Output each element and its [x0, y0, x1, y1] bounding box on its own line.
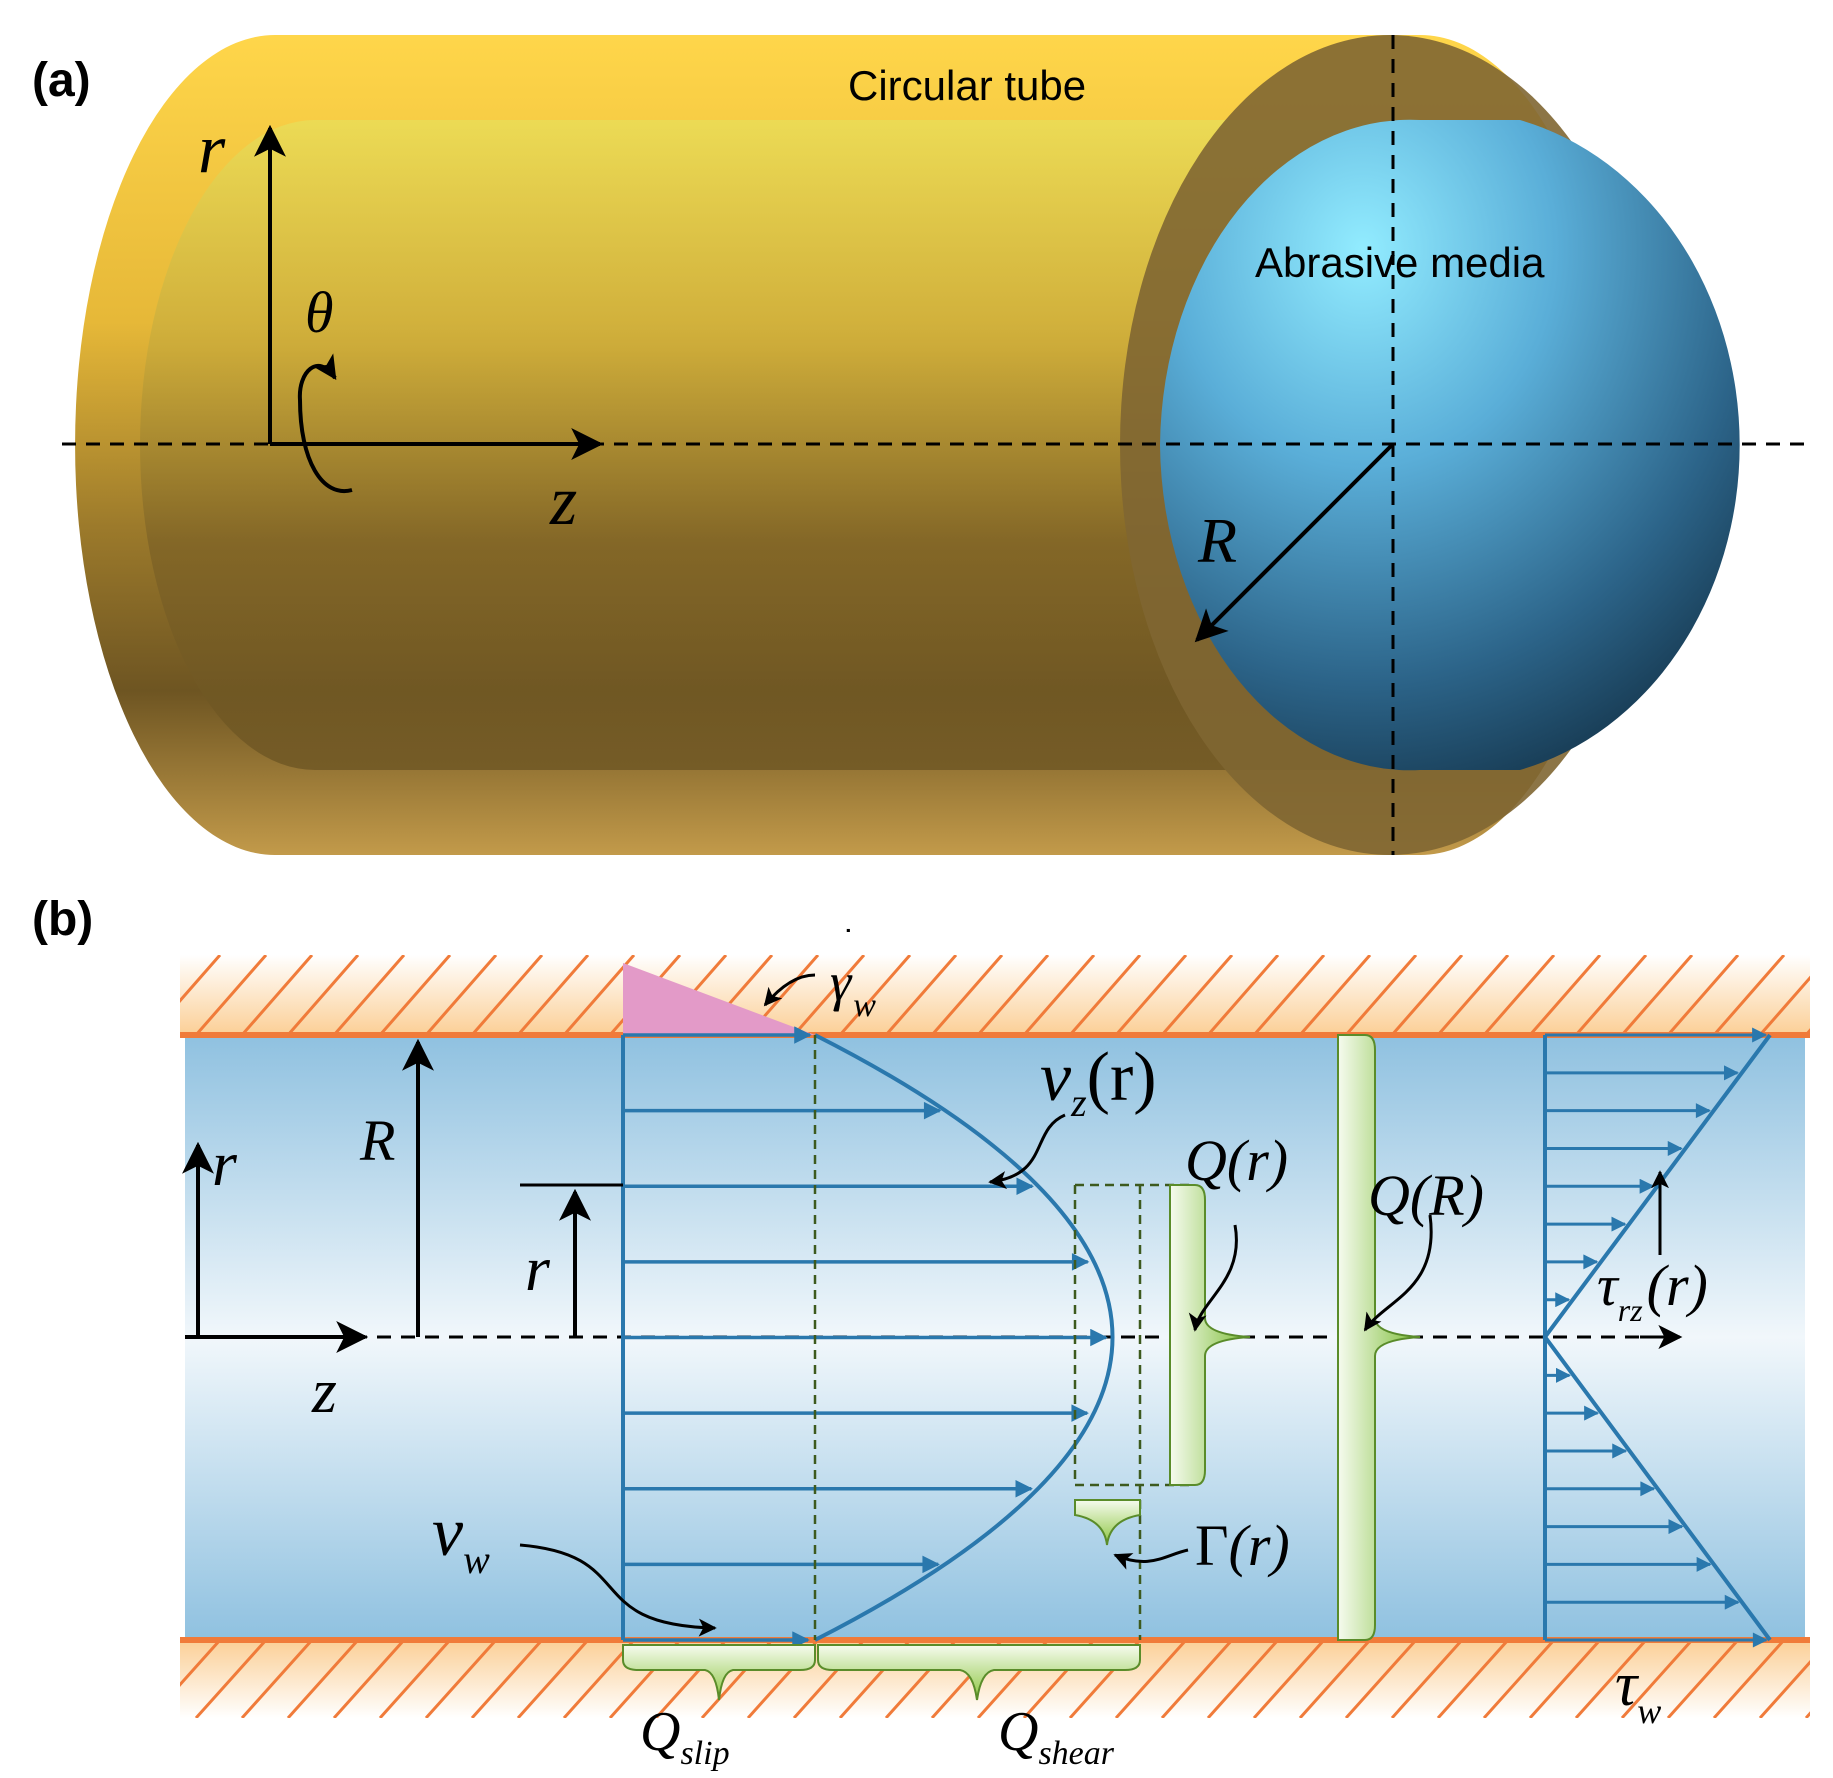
q-shear-label: Qshear: [998, 1701, 1115, 1772]
panel-b-label: (b): [32, 893, 93, 946]
hatch-line: [1344, 1640, 1418, 1718]
hatch-line: [1114, 955, 1188, 1035]
hatch-line: [286, 955, 360, 1035]
hatch-line: [1022, 955, 1096, 1035]
q-R-label: Q(R): [1368, 1163, 1484, 1228]
q-shear-brace: [817, 1644, 1141, 1701]
hatch-line: [470, 1640, 544, 1718]
hatch-line: [1344, 955, 1418, 1035]
hatch-line: [180, 1640, 222, 1687]
hatch-line: [976, 955, 1050, 1035]
abrasive-media-sphere: [1160, 119, 1740, 771]
hatch-line: [1068, 955, 1142, 1035]
hatch-line: [1252, 1640, 1326, 1718]
hatch-line: [1482, 1640, 1556, 1718]
hatch-line: [516, 1640, 590, 1718]
hatch-line: [424, 1640, 498, 1718]
hatch-line: [286, 1640, 360, 1718]
hatch-line: [1574, 955, 1648, 1035]
hatch-line: [1252, 955, 1326, 1035]
callout-arrows: [519, 973, 1669, 1637]
r-marker-label: r: [525, 1233, 551, 1304]
hatch-line: [1160, 1640, 1234, 1718]
b-z-axis-label: z: [311, 1355, 337, 1426]
tau-w-label: τw: [1615, 1651, 1661, 1731]
hatch-line: [1804, 1028, 1810, 1035]
hatch-line: [1436, 1640, 1510, 1718]
hatch-line: [1574, 1640, 1648, 1718]
hatch-line: [1620, 955, 1694, 1035]
hatch-line: [424, 955, 498, 1035]
hatch-line: [240, 955, 314, 1035]
r-axis-label: r: [198, 111, 226, 188]
q-slip-label: Qslip: [640, 1701, 730, 1772]
radius-label: R: [1197, 505, 1237, 576]
hatch-line: [194, 1640, 268, 1718]
velocity-arrows: [623, 1026, 1108, 1649]
hatch-line: [792, 955, 866, 1035]
hatch-line: [240, 1640, 314, 1718]
z-axis-label: z: [549, 463, 577, 540]
b-radius-label: R: [359, 1108, 395, 1173]
vw-label: vw: [432, 1494, 490, 1582]
hatch-line: [1482, 955, 1556, 1035]
hatch-line: [1666, 955, 1740, 1035]
q-slip-brace: [622, 1644, 816, 1701]
hatch-line: [1758, 975, 1810, 1035]
hatch-line: [1390, 955, 1464, 1035]
hatch-line: [1114, 1640, 1188, 1718]
hatch-line: [1436, 955, 1510, 1035]
radius-arrow: [1194, 442, 1395, 643]
dashed-guides: [813, 1035, 1195, 1640]
hatch-line: [194, 955, 268, 1035]
hatch-line: [1390, 1640, 1464, 1718]
tube-label: Circular tube: [848, 62, 1086, 109]
hatch-line: [1666, 1640, 1740, 1718]
hatch-line: [1804, 1711, 1810, 1718]
hatch-line: [1206, 1640, 1280, 1718]
hatch-line: [1528, 1640, 1602, 1718]
hatch-line: [378, 955, 452, 1035]
velocity-parabola: [814, 1033, 1115, 1642]
q-r-brace: [1169, 1184, 1251, 1486]
q-R-brace: [1337, 1034, 1421, 1641]
gamma-brace: [1074, 1499, 1141, 1546]
hatch-line: [930, 955, 1004, 1035]
panel-a-label: (a): [32, 54, 91, 107]
wall-shear-rate-wedge: [623, 963, 815, 1035]
hatch-line: [1298, 1640, 1372, 1718]
hatch-line: [332, 955, 406, 1035]
theta-label: θ: [305, 280, 334, 345]
theta-rotation-arrow: [297, 353, 353, 494]
hatch-line: [1298, 955, 1372, 1035]
hatch-line: [1620, 1640, 1694, 1718]
hatch-line: [516, 955, 590, 1035]
hatch-line: [470, 955, 544, 1035]
hatch-line: [332, 1640, 406, 1718]
hatch-line: [1206, 955, 1280, 1035]
hatch-line: [562, 955, 636, 1035]
top-wall: [180, 955, 1810, 1035]
hatch-line: [1160, 955, 1234, 1035]
media-label: Abrasive media: [1255, 239, 1545, 286]
hatch-line: [1758, 1660, 1810, 1718]
bottom-wall-hatching: [180, 1640, 1810, 1718]
hatch-line: [378, 1640, 452, 1718]
gamma-label: Γ(r): [1195, 1513, 1290, 1578]
hatch-line: [1712, 1640, 1786, 1718]
gamma-w-label: γw: [830, 952, 876, 1024]
hatch-line: [884, 955, 958, 1035]
hatch-line: [838, 955, 912, 1035]
hatch-line: [1528, 955, 1602, 1035]
hatch-line: [180, 955, 222, 1003]
hatch-line: [1712, 955, 1786, 1035]
tau-rz-label: τrz(r): [1597, 1253, 1708, 1328]
q-r-label: Q(r): [1185, 1128, 1288, 1193]
gamma-w-dot: ˙: [844, 922, 856, 963]
b-r-axis-label: r: [212, 1128, 238, 1199]
stress-arrows: [1545, 1027, 1768, 1648]
vz-label: vz(r): [1040, 1039, 1157, 1125]
